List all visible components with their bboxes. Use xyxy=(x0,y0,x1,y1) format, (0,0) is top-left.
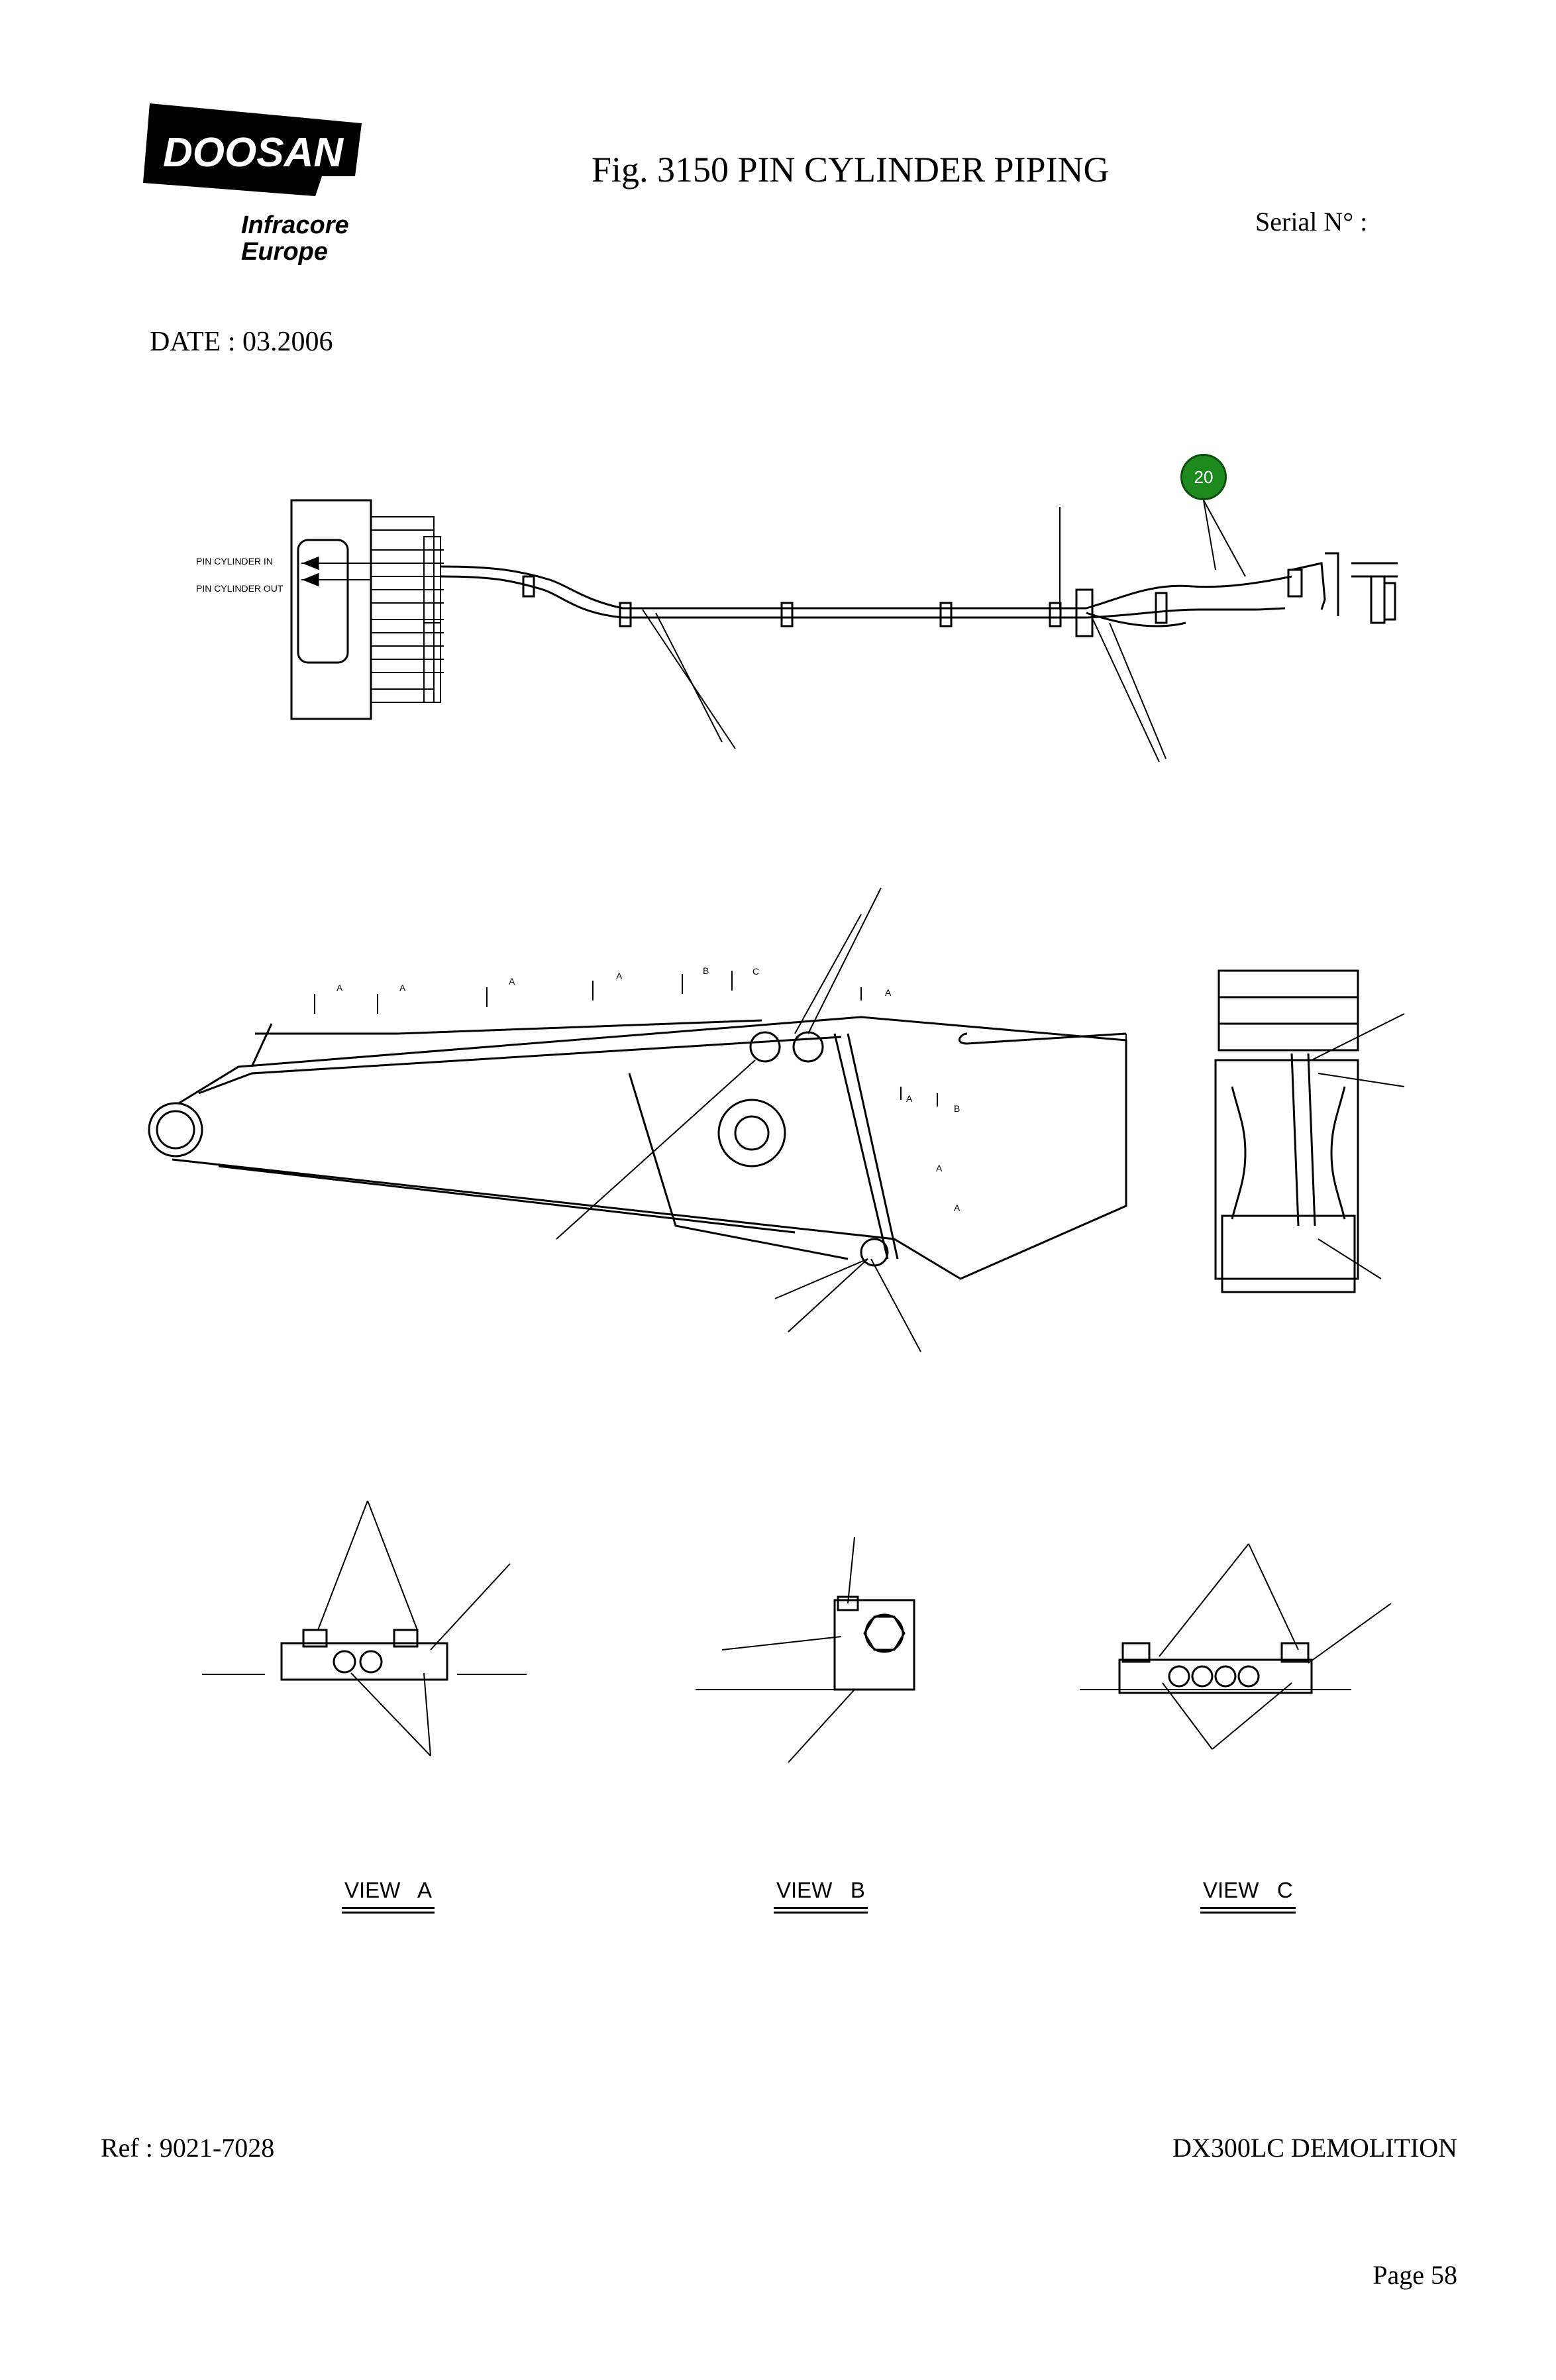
logo-subtitle: Infracore Europe xyxy=(241,212,349,265)
date-label: DATE : 03.2006 xyxy=(150,327,333,357)
section-marker-a1: A xyxy=(337,983,343,993)
serial-number-label: Serial N° : xyxy=(1255,207,1368,237)
page-number: Page 58 xyxy=(1373,2260,1457,2290)
view-c-detail xyxy=(1080,1543,1392,1750)
callout-20: 20 xyxy=(1180,454,1227,500)
view-b-label: VIEW B xyxy=(774,1878,868,1914)
logo-text: DOOSAN xyxy=(163,130,344,176)
pin-cylinder-out-label: PIN CYLINDER OUT xyxy=(196,583,284,594)
reference-number: Ref : 9021-7028 xyxy=(101,2133,275,2163)
section-marker-a2: A xyxy=(399,983,406,993)
section-marker-b1: B xyxy=(703,965,709,976)
section-marker-a3: A xyxy=(509,976,515,987)
section-marker-a7: A xyxy=(936,1163,943,1173)
top-view xyxy=(290,499,1398,763)
doosan-logo: DOOSAN Infracore Europe xyxy=(130,97,379,272)
doosan-logo-mark: DOOSAN xyxy=(143,103,362,196)
side-view-boom xyxy=(148,887,1127,1352)
section-marker-a8: A xyxy=(954,1203,960,1213)
view-b-detail xyxy=(696,1537,915,1763)
front-view xyxy=(1214,969,1405,1293)
section-marker-b2: B xyxy=(954,1103,960,1114)
pin-cylinder-in-label: PIN CYLINDER IN xyxy=(196,556,273,567)
section-marker-a5: A xyxy=(885,987,892,998)
section-marker-c1: C xyxy=(752,966,760,977)
section-marker-a6: A xyxy=(906,1093,913,1104)
view-a-label: VIEW A xyxy=(342,1878,435,1914)
model-name: DX300LC DEMOLITION xyxy=(1172,2133,1457,2163)
logo-sub-line1: Infracore xyxy=(241,211,349,239)
logo-sub-line2: Europe xyxy=(241,238,328,266)
view-a-detail xyxy=(202,1500,527,1757)
view-c-label: VIEW C xyxy=(1200,1878,1296,1914)
page-title: Fig. 3150 PIN CYLINDER PIPING xyxy=(592,150,1110,189)
section-marker-a4: A xyxy=(616,971,623,981)
